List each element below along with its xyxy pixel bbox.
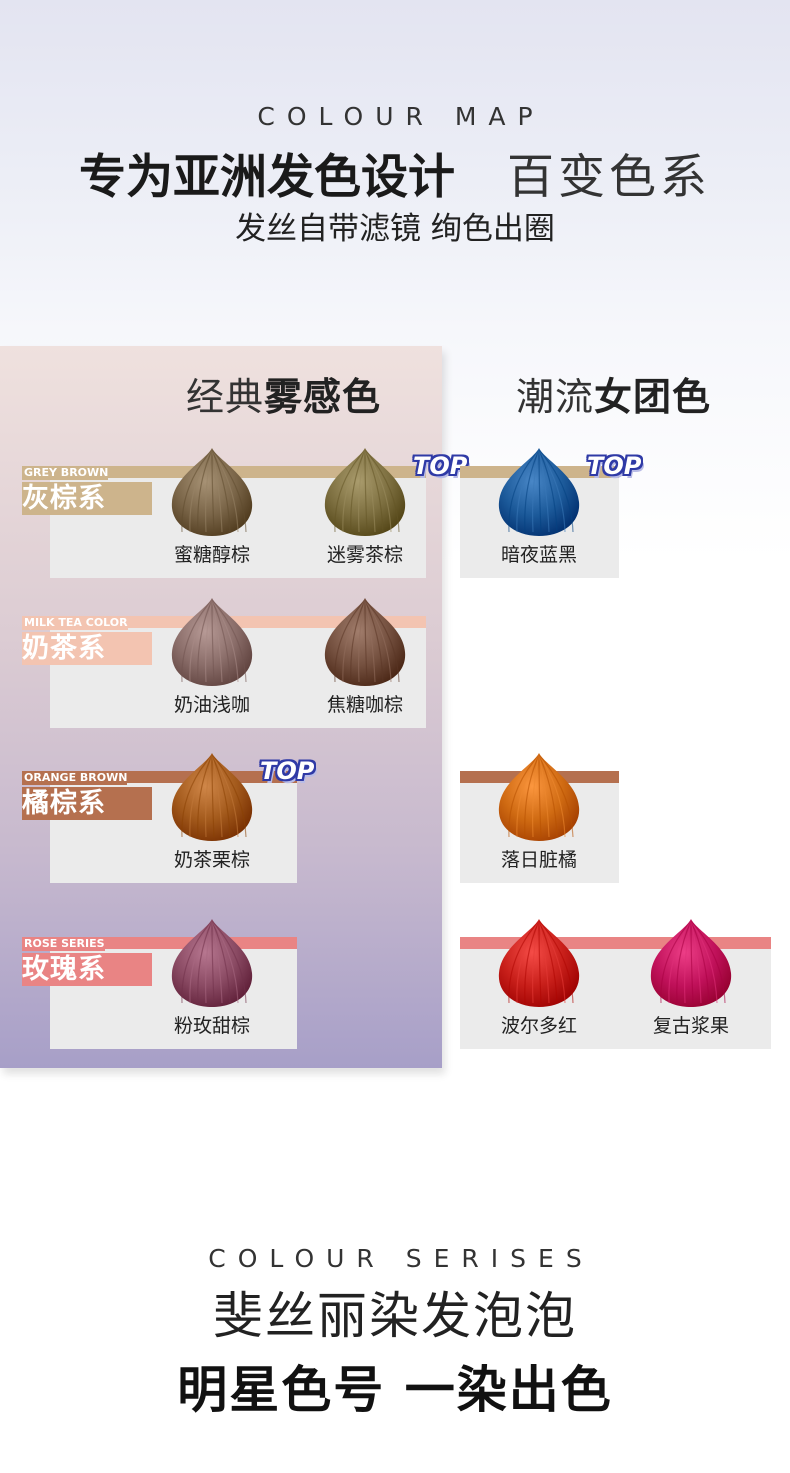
footer-eyebrow: COLOUR SERISES — [208, 1244, 594, 1273]
swatch-name: 粉玫甜棕 — [173, 1015, 250, 1037]
series-en-label: GREY BROWN — [22, 466, 109, 480]
header-title-light: 百变色系 — [506, 150, 711, 205]
hair-swatch — [493, 751, 585, 843]
header-title: 专为亚洲发色设计 百变色系 — [0, 138, 790, 207]
series-en-label: ROSE SERIES — [22, 937, 105, 951]
footer-subtitle: 明星色号 一染出色 — [177, 1361, 613, 1419]
classic-column-title: 经典雾感色 — [186, 375, 382, 419]
hair-swatch — [645, 917, 737, 1009]
series-cn-label: 灰棕系 — [22, 482, 152, 515]
hair-swatch — [166, 446, 258, 538]
series-cn-label: 玫瑰系 — [22, 953, 152, 986]
header-eyebrow: COLOUR MAP — [257, 102, 545, 131]
swatch-name: 奶茶栗棕 — [173, 849, 250, 871]
top-badge: TOP — [413, 452, 468, 480]
hair-swatch — [166, 596, 258, 688]
footer-title: 斐丝丽染发泡泡 — [213, 1287, 577, 1345]
series-cn-label: 奶茶系 — [22, 632, 152, 665]
hair-swatch — [319, 596, 411, 688]
header-title-bold: 专为亚洲发色设计 — [79, 150, 456, 205]
swatch-name: 奶油浅咖 — [173, 694, 250, 716]
swatch-name: 蜜糖醇棕 — [173, 544, 250, 566]
top-badge: TOP — [260, 757, 315, 785]
swatch-name: 迷雾茶棕 — [326, 544, 403, 566]
swatch-name: 落日脏橘 — [500, 849, 577, 871]
hair-swatch — [319, 446, 411, 538]
trend-column-title: 潮流女团色 — [516, 375, 712, 419]
swatch-name: 波尔多红 — [500, 1015, 577, 1037]
swatch-name: 暗夜蓝黑 — [500, 544, 577, 566]
hair-swatch — [166, 751, 258, 843]
hair-swatch — [493, 917, 585, 1009]
hair-swatch — [166, 917, 258, 1009]
header-subtitle: 发丝自带滤镜 绚色出圈 — [235, 211, 555, 247]
series-cn-label: 橘棕系 — [22, 787, 152, 820]
swatch-name: 复古浆果 — [652, 1015, 729, 1037]
series-en-label: ORANGE BROWN — [22, 771, 128, 785]
hair-swatch — [493, 446, 585, 538]
top-badge: TOP — [587, 452, 642, 480]
swatch-name: 焦糖咖棕 — [326, 694, 403, 716]
series-en-label: MILK TEA COLOR — [22, 616, 128, 630]
